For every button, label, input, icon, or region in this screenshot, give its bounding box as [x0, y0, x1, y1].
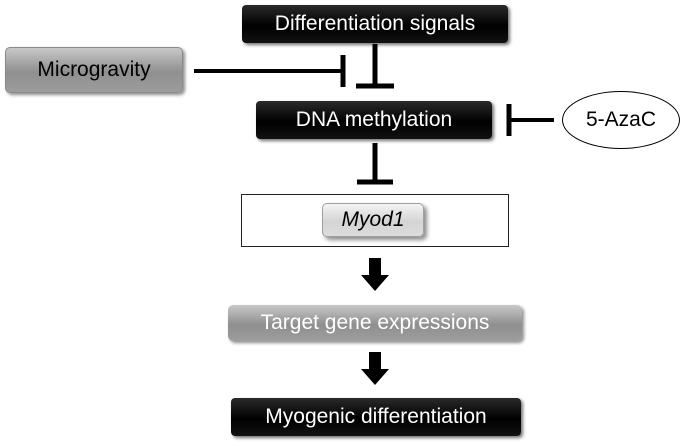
- differentiation-signals-label: Differentiation signals: [274, 12, 476, 35]
- arrow-myod1-to-target: [361, 258, 389, 291]
- differentiation-signals-box: Differentiation signals: [242, 5, 508, 43]
- microgravity-box: Microgravity: [5, 47, 183, 93]
- dna-methylation-box: DNA methylation: [256, 101, 492, 139]
- myogenic-differentiation-box: Myogenic differentiation: [231, 398, 521, 436]
- myogenic-differentiation-label: Myogenic differentiation: [265, 405, 487, 428]
- myod1-box: Myod1: [322, 203, 424, 237]
- target-gene-expressions-box: Target gene expressions: [228, 305, 522, 341]
- arrow-target-to-myogenic: [361, 352, 389, 385]
- myod1-label: Myod1: [341, 208, 405, 231]
- microgravity-label: Microgravity: [37, 58, 151, 81]
- aza-ellipse: 5-AzaC: [562, 91, 680, 149]
- aza-label: 5-AzaC: [585, 108, 657, 131]
- dna-methylation-label: DNA methylation: [295, 108, 453, 131]
- target-gene-expressions-label: Target gene expressions: [260, 311, 490, 334]
